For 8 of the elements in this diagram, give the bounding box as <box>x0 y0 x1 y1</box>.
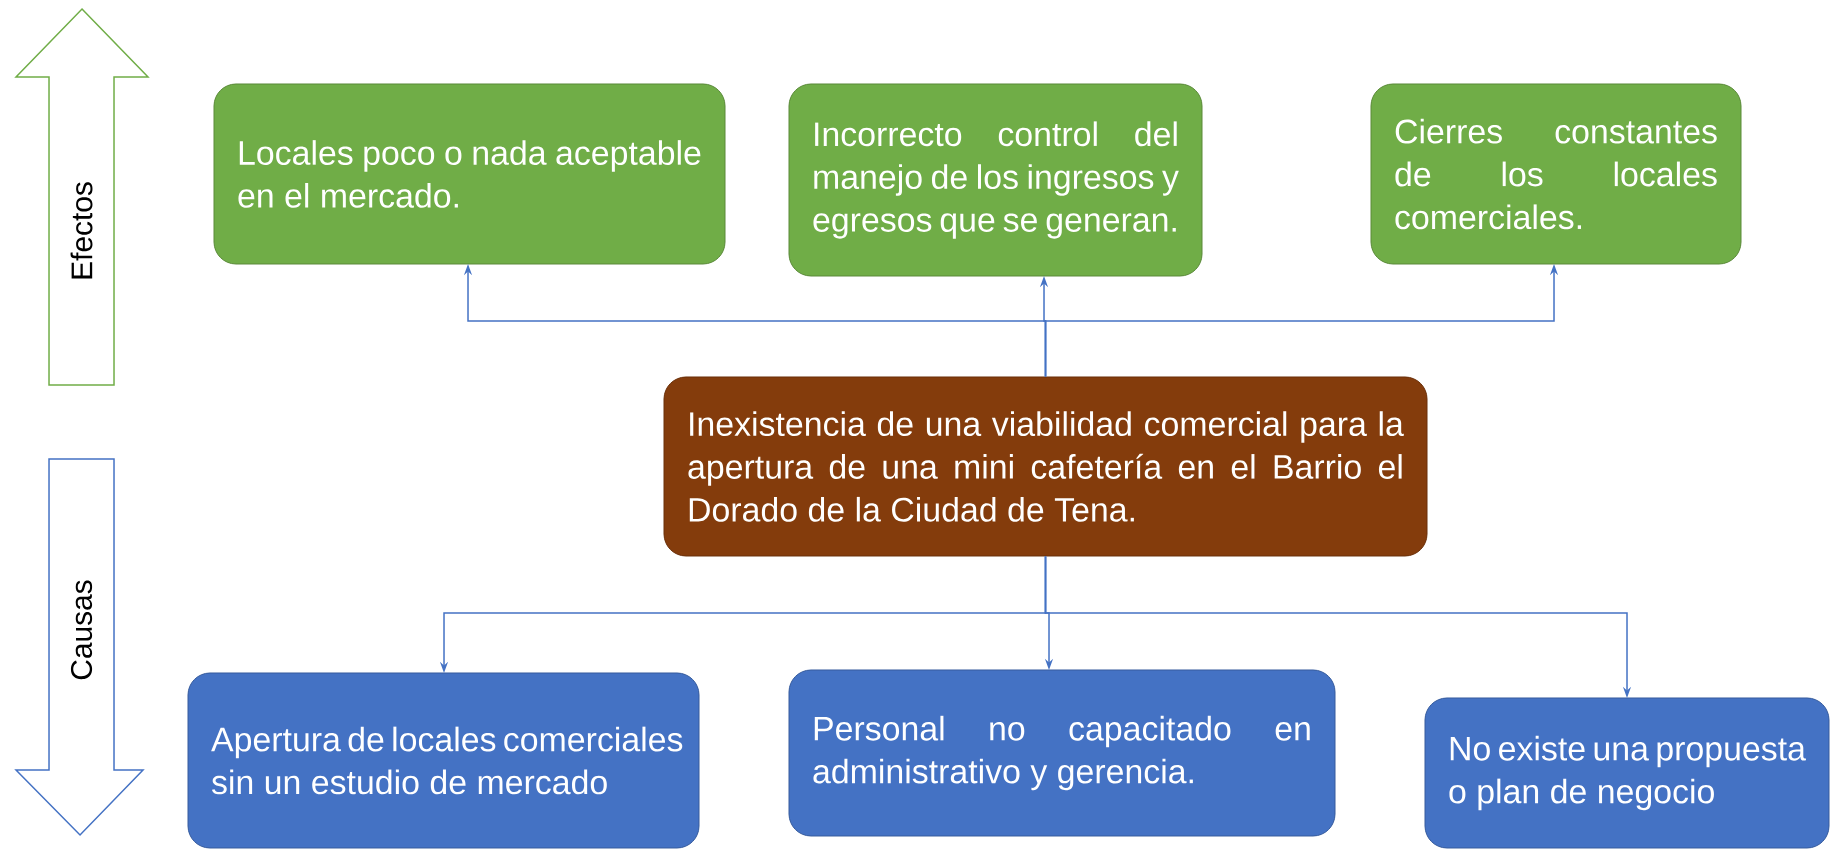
effect-box: Cierres constantes de los locales comerciales. <box>1370 83 1742 265</box>
problem-box: Inexistencia de una viabilidad comercial para la apertura de una mini cafetería en el Barrio el Dorado de la Ciudad de Tena. <box>663 376 1428 557</box>
side-heading: Causas <box>14 458 145 837</box>
cause-box: Personal no capacitado en administrativo y gerencia. <box>788 669 1336 837</box>
cause-box: No existe una propuesta o plan de negocio <box>1424 697 1830 849</box>
effect-box: Locales poco o nada aceptable en el mercado. <box>213 83 726 265</box>
effect-box: Incorrecto control del manejo de los ingresos y egresos que se generan. <box>788 83 1203 277</box>
cause-box: Apertura de locales comerciales sin un estudio de mercado <box>187 672 700 849</box>
